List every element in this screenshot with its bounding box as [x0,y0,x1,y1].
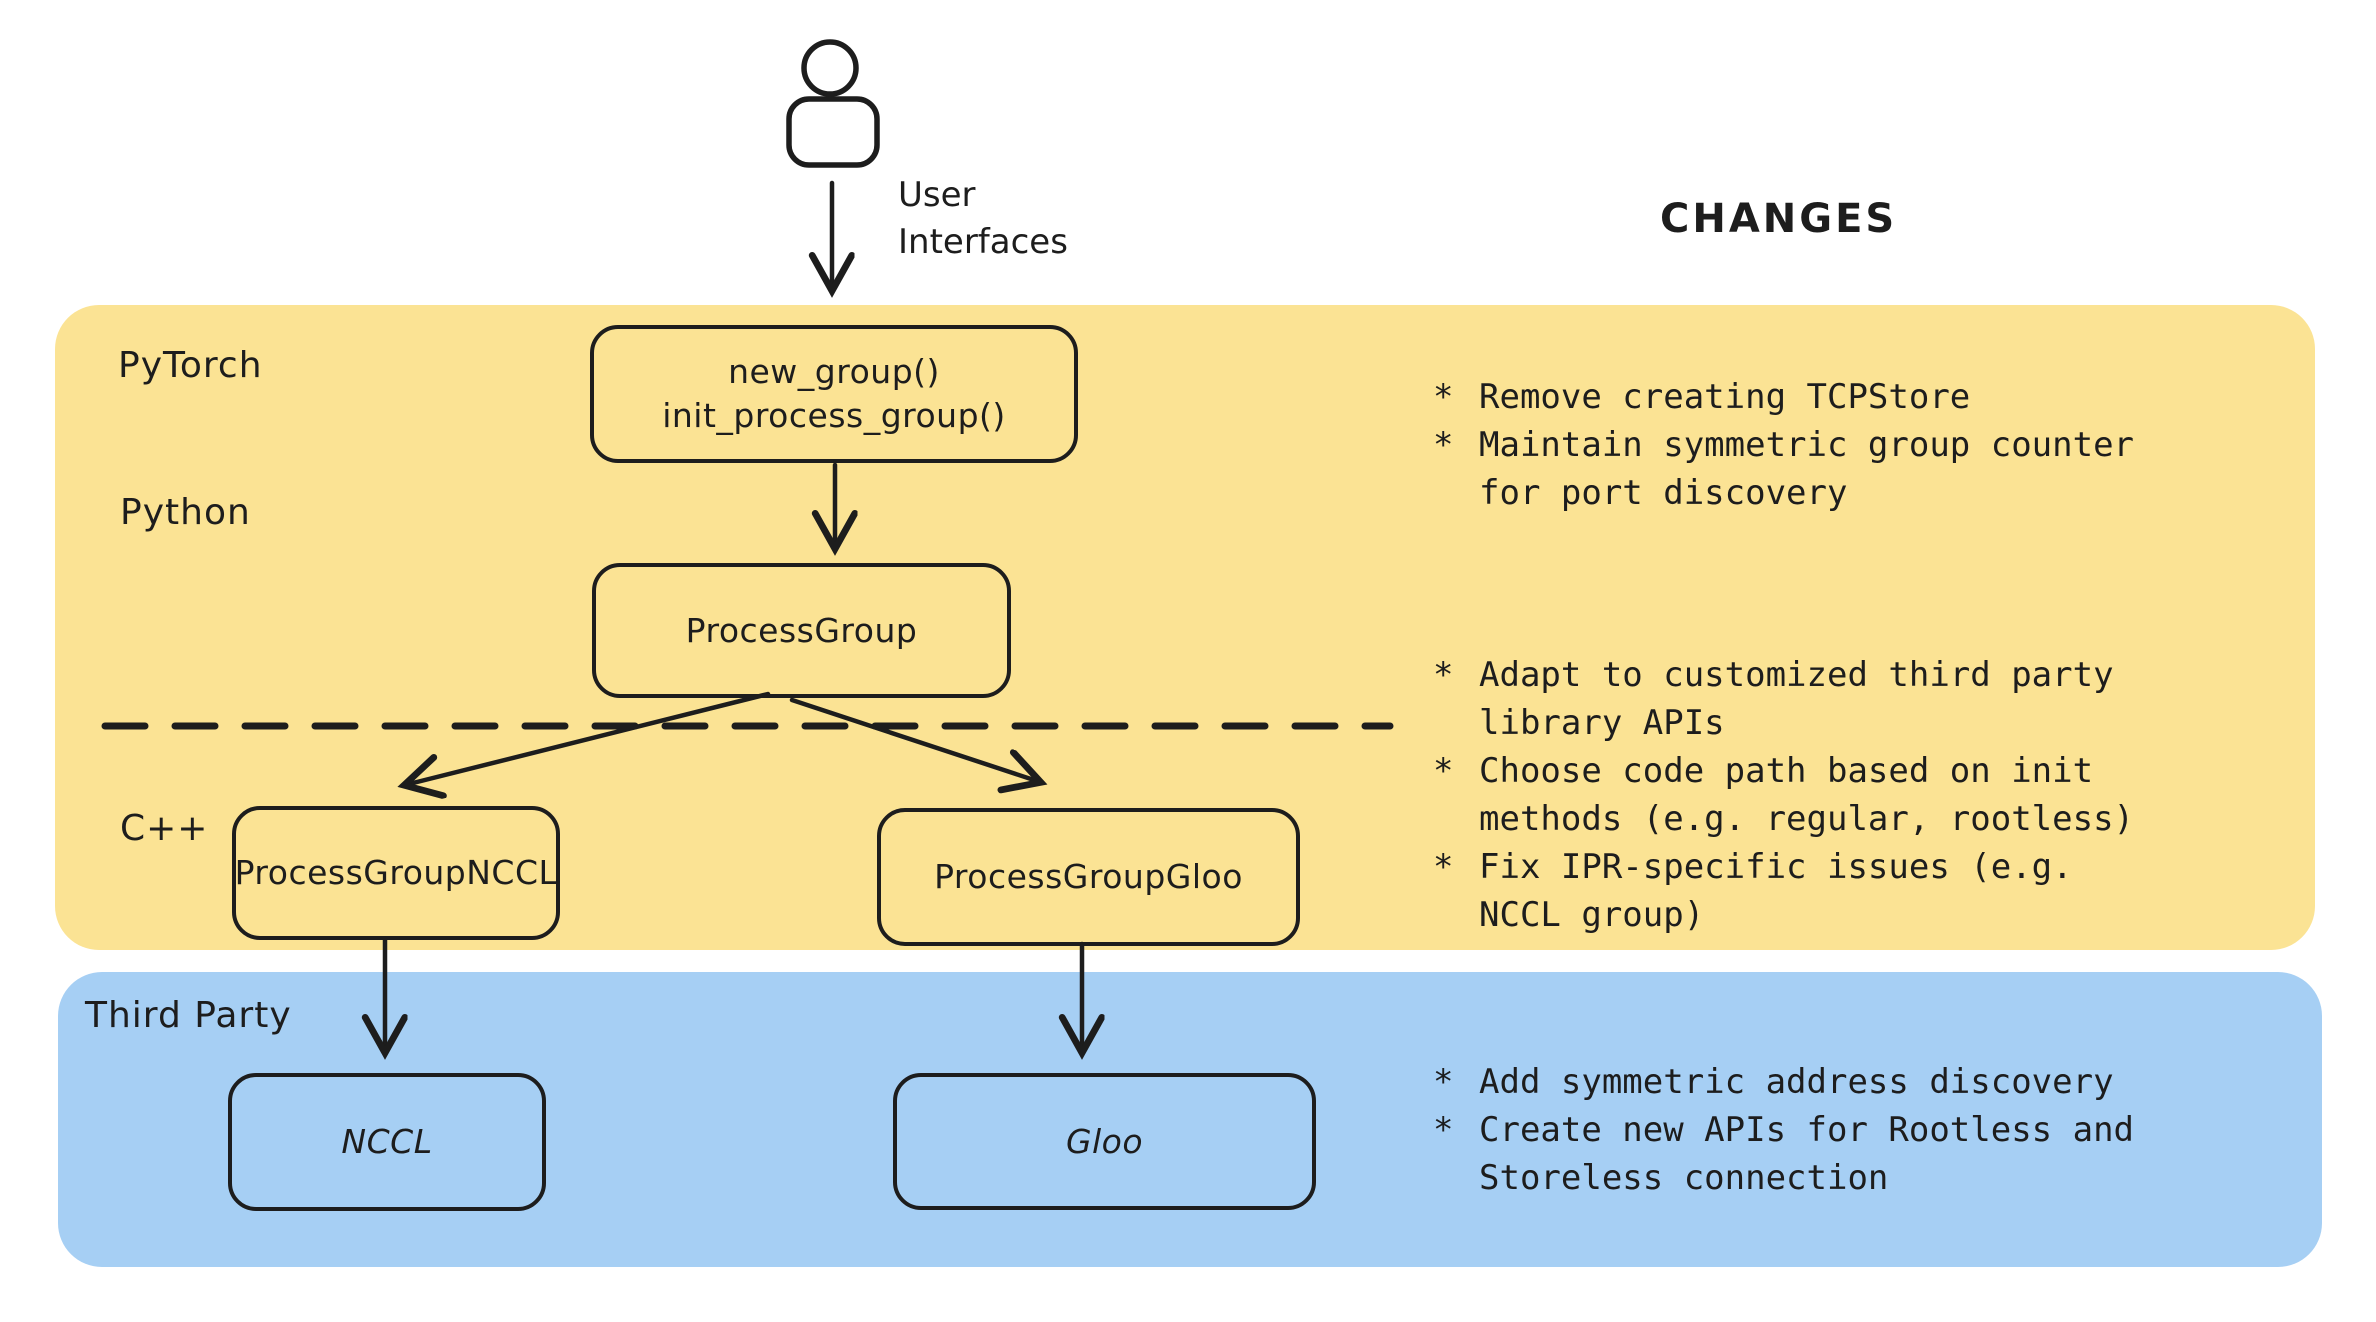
third-party-changes-list: * Add symmetric address discovery * Crea… [1433,1058,2155,1202]
cpp-label: C++ [120,808,209,849]
list-item: * Fix IPR-specific issues (e.g. NCCL gro… [1433,843,2155,939]
user-label-line2: Interfaces [898,222,1068,262]
list-item: * Adapt to customized third party librar… [1433,651,2155,747]
node-group-api: new_group() init_process_group() [590,325,1078,463]
list-item: * Choose code path based on init methods… [1433,747,2155,843]
third-party-region [58,972,2322,1267]
user-label-line1: User [898,175,976,215]
change-text: Remove creating TCPStore [1479,377,1971,417]
bullet-marker: * [1433,1110,1454,1150]
bullet-marker: * [1433,425,1454,465]
node-processgroup-nccl: ProcessGroupNCCL [232,806,560,940]
node-processgroup: ProcessGroup [592,563,1011,698]
change-text: Adapt to customized third party library … [1479,655,2114,743]
third-party-label: Third Party [85,995,292,1036]
change-text: Maintain symmetric group counter for por… [1479,425,2135,513]
list-item: * Maintain symmetric group counter for p… [1433,421,2155,517]
bullet-marker: * [1433,377,1454,417]
pytorch-label: PyTorch [118,345,263,386]
change-text: Create new APIs for Rootless and Storele… [1479,1110,2135,1198]
node-nccl: NCCL [228,1073,546,1211]
node-api-line2: init_process_group() [662,396,1006,435]
bullet-marker: * [1433,847,1454,887]
change-text: Choose code path based on init methods (… [1479,751,2135,839]
node-gloo: Gloo [893,1073,1316,1210]
node-processgroup-gloo: ProcessGroupGloo [877,808,1300,946]
bullet-marker: * [1433,751,1454,791]
change-text: Add symmetric address discovery [1479,1062,2114,1102]
node-api-line1: new_group() [728,352,940,391]
cpp-changes-list: * Adapt to customized third party librar… [1433,651,2155,939]
list-item: * Remove creating TCPStore [1433,373,2155,421]
user-interfaces-label: User Interfaces [898,172,1068,266]
python-changes-list: * Remove creating TCPStore * Maintain sy… [1433,373,2155,517]
change-text: Fix IPR-specific issues (e.g. NCCL group… [1479,847,2073,935]
list-item: * Add symmetric address discovery [1433,1058,2155,1106]
bullet-marker: * [1433,655,1454,695]
bullet-marker: * [1433,1062,1454,1102]
list-item: * Create new APIs for Rootless and Store… [1433,1106,2155,1202]
pytorch-region [55,305,2315,950]
user-icon [786,39,880,168]
python-label: Python [120,492,251,533]
changes-title: CHANGES [1660,196,1898,242]
